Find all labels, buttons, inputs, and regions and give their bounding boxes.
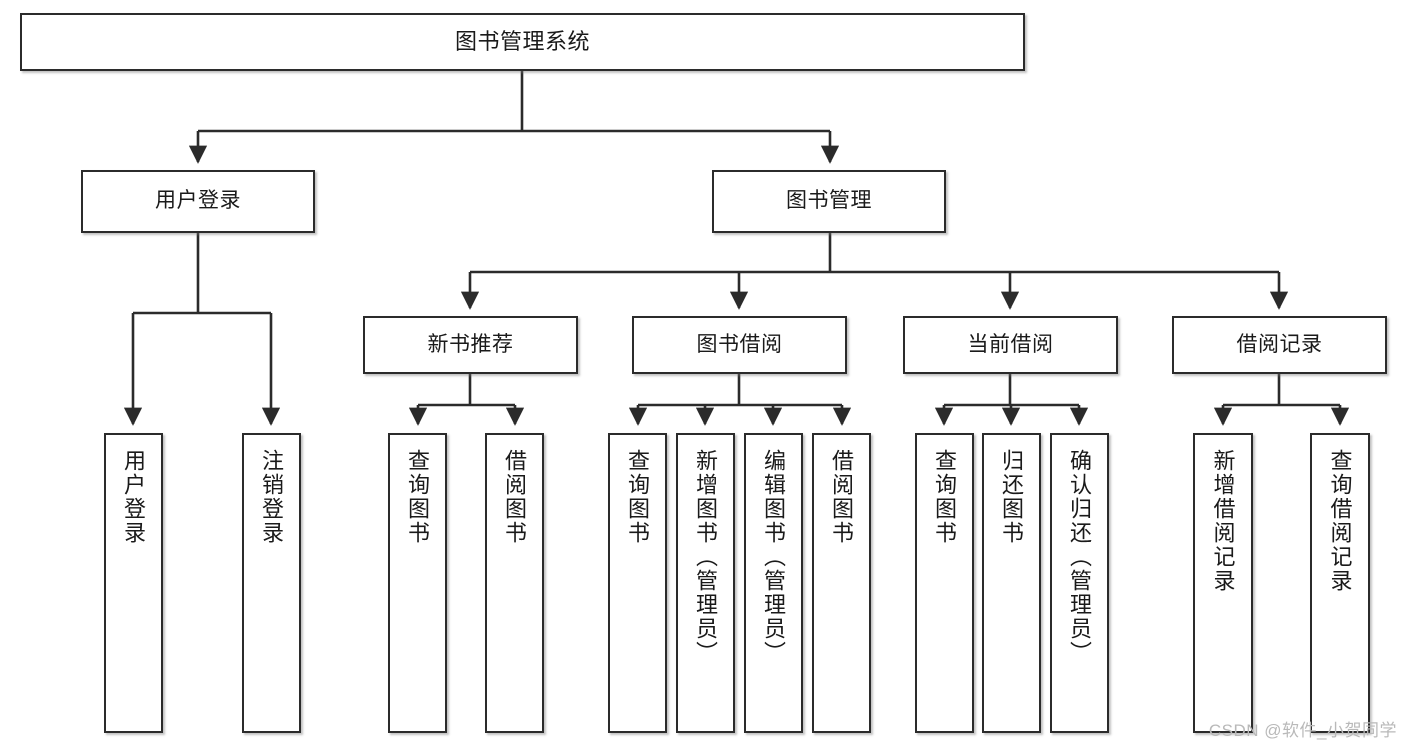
node-leaf-borrow-book-1[interactable]: 借阅图书 xyxy=(485,433,544,733)
node-leaf-query-book-2-label: 查询图书 xyxy=(625,449,651,545)
node-leaf-logout[interactable]: 注销登录 xyxy=(242,433,301,733)
node-root[interactable]: 图书管理系统 xyxy=(20,13,1025,71)
node-leaf-query-record[interactable]: 查询借阅记录 xyxy=(1310,433,1370,733)
node-leaf-user-login[interactable]: 用户登录 xyxy=(104,433,163,733)
node-root-label: 图书管理系统 xyxy=(454,29,590,55)
node-leaf-query-record-label: 查询借阅记录 xyxy=(1327,449,1353,593)
node-leaf-confirm-return-admin-label: 确认归还（管理员） xyxy=(1067,449,1093,665)
node-leaf-query-book-1-label: 查询图书 xyxy=(405,449,431,545)
node-new-book-recommend-label: 新书推荐 xyxy=(427,332,514,356)
node-leaf-query-book-2[interactable]: 查询图书 xyxy=(608,433,667,733)
node-leaf-user-login-label: 用户登录 xyxy=(121,449,147,545)
node-leaf-query-book-3-label: 查询图书 xyxy=(932,449,958,545)
node-borrow-record-label: 借阅记录 xyxy=(1236,332,1323,356)
node-borrow-record[interactable]: 借阅记录 xyxy=(1172,316,1387,374)
node-leaf-borrow-book-2-label: 借阅图书 xyxy=(829,449,855,545)
node-leaf-borrow-book-1-label: 借阅图书 xyxy=(502,449,528,545)
node-book-borrow[interactable]: 图书借阅 xyxy=(632,316,847,374)
node-leaf-edit-book-admin-label: 编辑图书（管理员） xyxy=(761,449,787,665)
node-user-login-label: 用户登录 xyxy=(155,189,241,213)
node-current-borrow[interactable]: 当前借阅 xyxy=(903,316,1118,374)
node-leaf-add-record[interactable]: 新增借阅记录 xyxy=(1193,433,1253,733)
node-user-login[interactable]: 用户登录 xyxy=(81,170,315,233)
node-leaf-add-book-admin[interactable]: 新增图书（管理员） xyxy=(676,433,735,733)
node-book-borrow-label: 图书借阅 xyxy=(696,332,783,356)
node-book-manage-label: 图书管理 xyxy=(786,189,872,213)
node-leaf-query-book-3[interactable]: 查询图书 xyxy=(915,433,974,733)
node-current-borrow-label: 当前借阅 xyxy=(967,332,1054,356)
node-new-book-recommend[interactable]: 新书推荐 xyxy=(363,316,578,374)
node-book-manage[interactable]: 图书管理 xyxy=(712,170,946,233)
node-leaf-edit-book-admin[interactable]: 编辑图书（管理员） xyxy=(744,433,803,733)
node-leaf-borrow-book-2[interactable]: 借阅图书 xyxy=(812,433,871,733)
node-leaf-logout-label: 注销登录 xyxy=(259,449,285,545)
node-leaf-confirm-return-admin[interactable]: 确认归还（管理员） xyxy=(1050,433,1109,733)
node-leaf-query-book-1[interactable]: 查询图书 xyxy=(388,433,447,733)
watermark: CSDN @软件_小贺同学 xyxy=(1208,721,1397,740)
node-leaf-add-book-admin-label: 新增图书（管理员） xyxy=(693,449,719,665)
node-leaf-return-book-label: 归还图书 xyxy=(999,449,1025,545)
node-leaf-return-book[interactable]: 归还图书 xyxy=(982,433,1041,733)
node-leaf-add-record-label: 新增借阅记录 xyxy=(1210,449,1236,593)
